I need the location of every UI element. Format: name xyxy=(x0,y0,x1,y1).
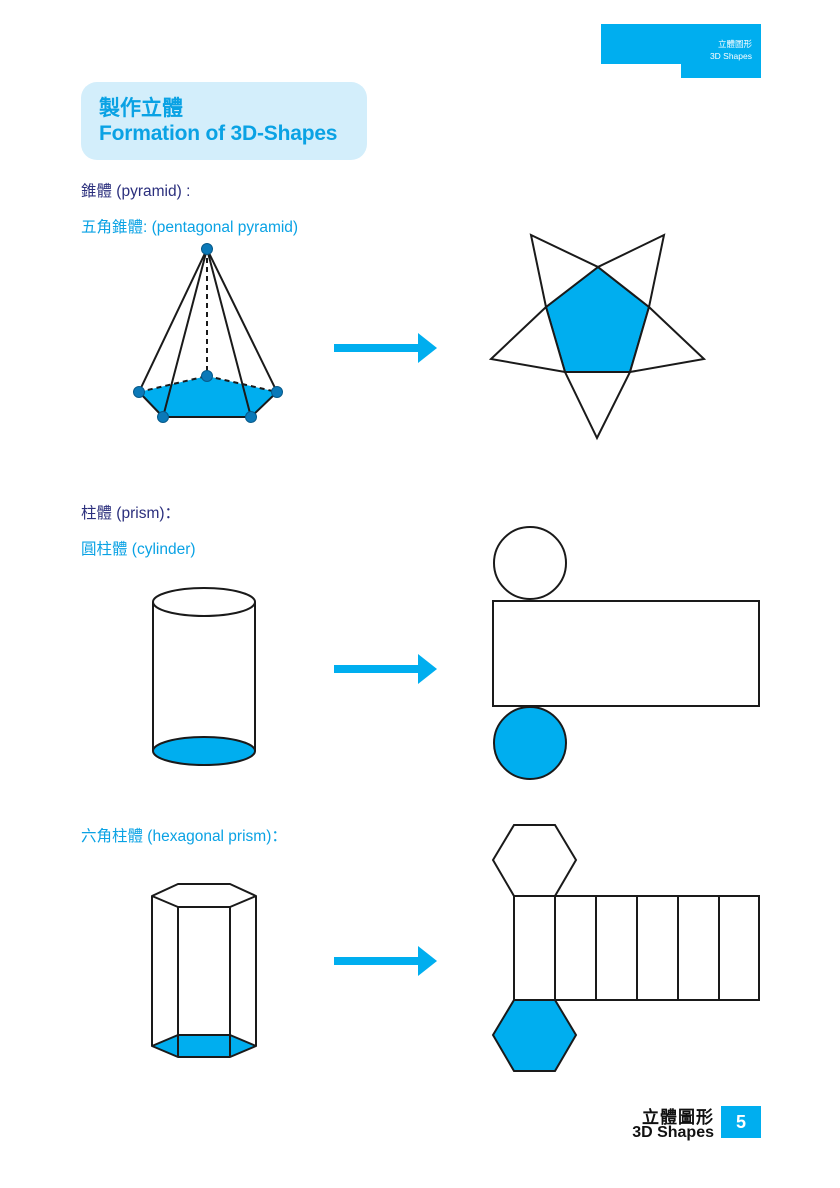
pyramid-vertex xyxy=(201,243,213,255)
header-tab-text: 立體圖形 3D Shapes xyxy=(632,38,752,62)
header-tab-block xyxy=(601,24,761,64)
pentagonal-pyramid-net xyxy=(488,233,707,441)
pyramid-hidden-edge xyxy=(206,375,278,393)
prism-heading: 柱體 (prism)： xyxy=(81,505,181,522)
cylinder-label: 圓柱體 (cylinder) xyxy=(81,541,196,558)
hex-net-side-face xyxy=(677,895,720,1001)
pyramid-vertex xyxy=(201,370,213,382)
title-box xyxy=(81,82,367,160)
hex-net-bottom-hexagon xyxy=(491,999,578,1072)
hexagonal-prism-3d xyxy=(151,883,257,1058)
page-number: 5 xyxy=(721,1106,761,1138)
pyramid-vertex xyxy=(157,411,169,423)
arrow-right-icon xyxy=(334,654,437,684)
header-tab-title-zh: 立體圖形 xyxy=(717,39,752,49)
hexagonal-prism-net xyxy=(491,824,760,1072)
hex-net-side-face xyxy=(718,895,760,1001)
page-title-en: Formation of 3D-Shapes xyxy=(99,122,338,145)
pyramid-vertex xyxy=(245,411,257,423)
cylinder-3d xyxy=(152,587,256,766)
pyramid-base-front-edges xyxy=(138,391,278,418)
net-triangle-face xyxy=(563,371,632,441)
cylinder-net-top-circle xyxy=(493,526,567,600)
pentagonal-pyramid-3d xyxy=(133,243,283,423)
pyramid-edge xyxy=(206,248,278,393)
cylinder-net xyxy=(492,526,760,780)
cylinder-top-face xyxy=(152,587,256,617)
arrow-right-icon xyxy=(334,333,437,363)
pyramid-vertex xyxy=(271,386,283,398)
pyramid-edge xyxy=(162,248,208,418)
pyramid-hidden-edge xyxy=(138,375,208,393)
net-triangle-face xyxy=(628,305,707,374)
net-triangle-face xyxy=(596,233,666,309)
hexagonal-prism-label: 六角柱體 (hexagonal prism)： xyxy=(81,828,287,845)
footer-title-en: 3D Shapes xyxy=(632,1124,714,1141)
cylinder-bottom-face xyxy=(152,736,256,766)
hex-prism-bottom-face xyxy=(151,1034,257,1058)
footer-title-zh: 立體圖形 xyxy=(642,1108,714,1127)
header-tab-notch xyxy=(681,60,761,78)
cylinder-net-bottom-circle xyxy=(493,706,567,780)
header-tab-title-en: 3D Shapes xyxy=(709,51,752,61)
page-title-zh: 製作立體 xyxy=(99,97,183,120)
hex-net-side-face xyxy=(554,895,597,1001)
pentagonal-pyramid-label: 五角錐體: (pentagonal pyramid) xyxy=(81,219,299,236)
hex-net-side-face xyxy=(636,895,679,1001)
pyramid-edge xyxy=(138,248,208,393)
pyramid-vertex xyxy=(133,386,145,398)
hex-net-top-hexagon xyxy=(491,824,578,897)
net-triangle-face xyxy=(529,233,600,309)
hex-net-side-face xyxy=(513,895,556,1001)
arrow-right-icon xyxy=(334,946,437,976)
net-triangle-face xyxy=(488,305,567,374)
cylinder-net-rectangle xyxy=(492,600,760,707)
pyramid-edge xyxy=(206,248,252,418)
hex-net-side-face xyxy=(595,895,638,1001)
pyramid-heading: 錐體 (pyramid) : xyxy=(81,183,191,200)
hex-prism-top-face xyxy=(151,883,257,908)
